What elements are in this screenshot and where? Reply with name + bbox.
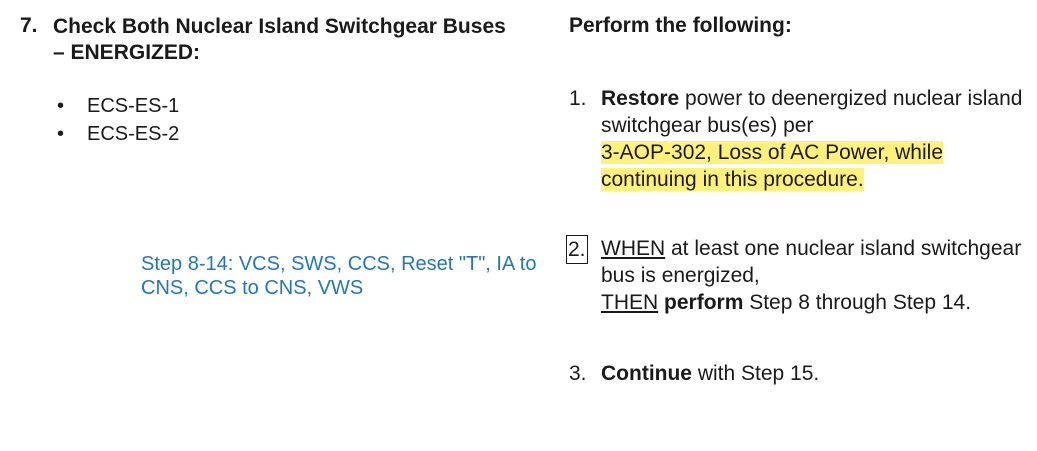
reference-note: Step 8-14: VCS, SWS, CCS, Reset "T", IA …: [141, 253, 537, 299]
substep-number: 1.: [569, 87, 587, 110]
then-keyword: THEN: [601, 291, 659, 314]
substep-text: with Step 15.: [691, 362, 820, 385]
bullet-icon: •: [57, 123, 65, 145]
bus-label: ECS-ES-2: [87, 123, 180, 145]
highlighted-reference: 3-AOP-302, Loss of AC Power, while conti…: [601, 141, 943, 191]
then-text: Step 8 through Step 14.: [743, 291, 972, 314]
bullet-icon: •: [57, 95, 65, 117]
when-text: at least one nuclear island switchgear b…: [601, 237, 1022, 287]
response-header: Perform the following:: [569, 14, 792, 37]
substep-2: 2. WHEN at least one nuclear island swit…: [566, 235, 1037, 320]
action-verb: perform: [664, 291, 744, 314]
substep-text: power to deenergized nuclear island swit…: [601, 87, 1023, 137]
substep-number: 2.: [566, 235, 588, 264]
list-item: • ECS-ES-1: [52, 92, 179, 120]
action-verb: Restore: [601, 87, 680, 110]
bus-list: • ECS-ES-1 • ECS-ES-2: [52, 92, 179, 148]
substep-body: WHEN at least one nuclear island switchg…: [601, 235, 1037, 316]
substep-3: 3. Continue with Step 15.: [569, 360, 1037, 390]
bus-label: ECS-ES-1: [87, 95, 180, 117]
list-item: • ECS-ES-2: [52, 120, 179, 148]
when-keyword: WHEN: [601, 237, 666, 260]
substep-body: Restore power to deenergized nuclear isl…: [601, 85, 1037, 193]
step-number: 7.: [20, 14, 38, 37]
step-title: Check Both Nuclear Island Switchgear Bus…: [53, 15, 506, 64]
substep-1: 1. Restore power to deenergized nuclear …: [569, 85, 1037, 200]
action-verb: Continue: [601, 362, 692, 385]
substep-number: 3.: [569, 362, 587, 385]
substep-body: Continue with Step 15.: [601, 360, 1037, 387]
